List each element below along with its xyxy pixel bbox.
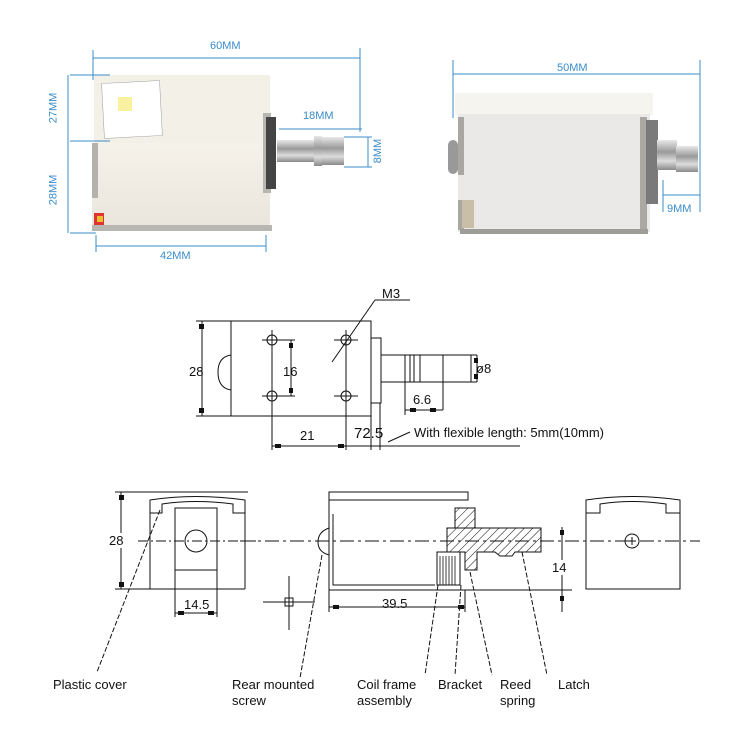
dim-body-39-5: 39.5 — [382, 596, 408, 611]
dim-height-28: 28 — [189, 364, 204, 379]
dim-plunger-offset-14: 14 — [552, 560, 567, 575]
dim-50mm: 50MM — [557, 62, 588, 74]
dim-end-height-28: 28 — [109, 533, 124, 548]
dim-42mm: 42MM — [160, 250, 191, 262]
dim-hole-spacing-16: 16 — [283, 364, 298, 379]
callout-coil-frame-assembly: Coil frame assembly — [357, 677, 417, 708]
callout-rear-mounted-screw: Rear mounted screw — [232, 677, 315, 708]
callout-plastic-cover: Plastic cover — [53, 677, 127, 692]
thread-label-m3: M3 — [382, 286, 401, 301]
dim-groove-6-6: 6.6 — [413, 392, 432, 407]
flexible-length-note: With flexible length: 5mm(10mm) — [414, 425, 604, 440]
dim-18mm: 18MM — [303, 110, 334, 122]
callout-bracket: Bracket — [438, 677, 483, 692]
dim-plunger-diameter: ø8 — [476, 361, 492, 376]
dim-9mm: 9MM — [667, 203, 692, 215]
callout-reed-spring: Reed spring — [500, 677, 536, 708]
dim-end-width-14-5: 14.5 — [184, 597, 210, 612]
dim-hole-spacing-21: 21 — [300, 428, 315, 443]
dim-60mm: 60MM — [210, 40, 241, 52]
callout-latch: Latch — [558, 677, 590, 692]
dim-overall-72-5: 72.5 — [354, 425, 384, 442]
